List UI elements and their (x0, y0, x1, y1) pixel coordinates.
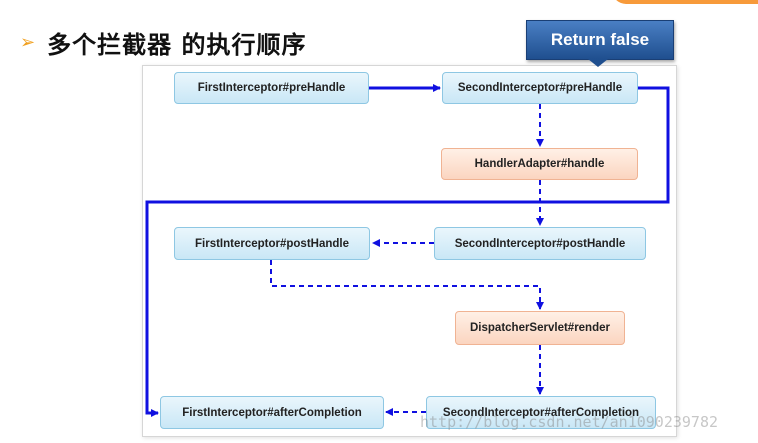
node-first-interceptor-aftercompletion: FirstInterceptor#afterCompletion (160, 396, 384, 429)
node-handler-adapter-handle: HandlerAdapter#handle (441, 148, 638, 180)
node-second-interceptor-posthandle: SecondInterceptor#postHandle (434, 227, 646, 260)
node-second-interceptor-prehandle: SecondInterceptor#preHandle (442, 72, 638, 104)
heading-text: 多个拦截器 的执行顺序 (47, 30, 307, 59)
top-accent-shape (612, 0, 758, 4)
arrow-right-bullet-icon: ➢ (20, 32, 36, 52)
watermark-url: http://blog.csdn.net/an1090239782 (420, 413, 719, 431)
arrow-first-post-to-render (270, 260, 544, 310)
node-first-interceptor-posthandle: FirstInterceptor#postHandle (174, 227, 370, 260)
node-first-interceptor-prehandle: FirstInterceptor#preHandle (174, 72, 369, 104)
arrow-return-false-to-after-completion (145, 86, 670, 417)
slide-heading: ➢ 多个拦截器 的执行顺序 (20, 24, 306, 60)
node-second-interceptor-aftercompletion: SecondInterceptor#afterCompletion (426, 396, 656, 429)
return-false-callout: Return false (526, 20, 674, 60)
node-dispatcher-servlet-render: DispatcherServlet#render (455, 311, 625, 345)
callout-pointer (588, 59, 608, 67)
